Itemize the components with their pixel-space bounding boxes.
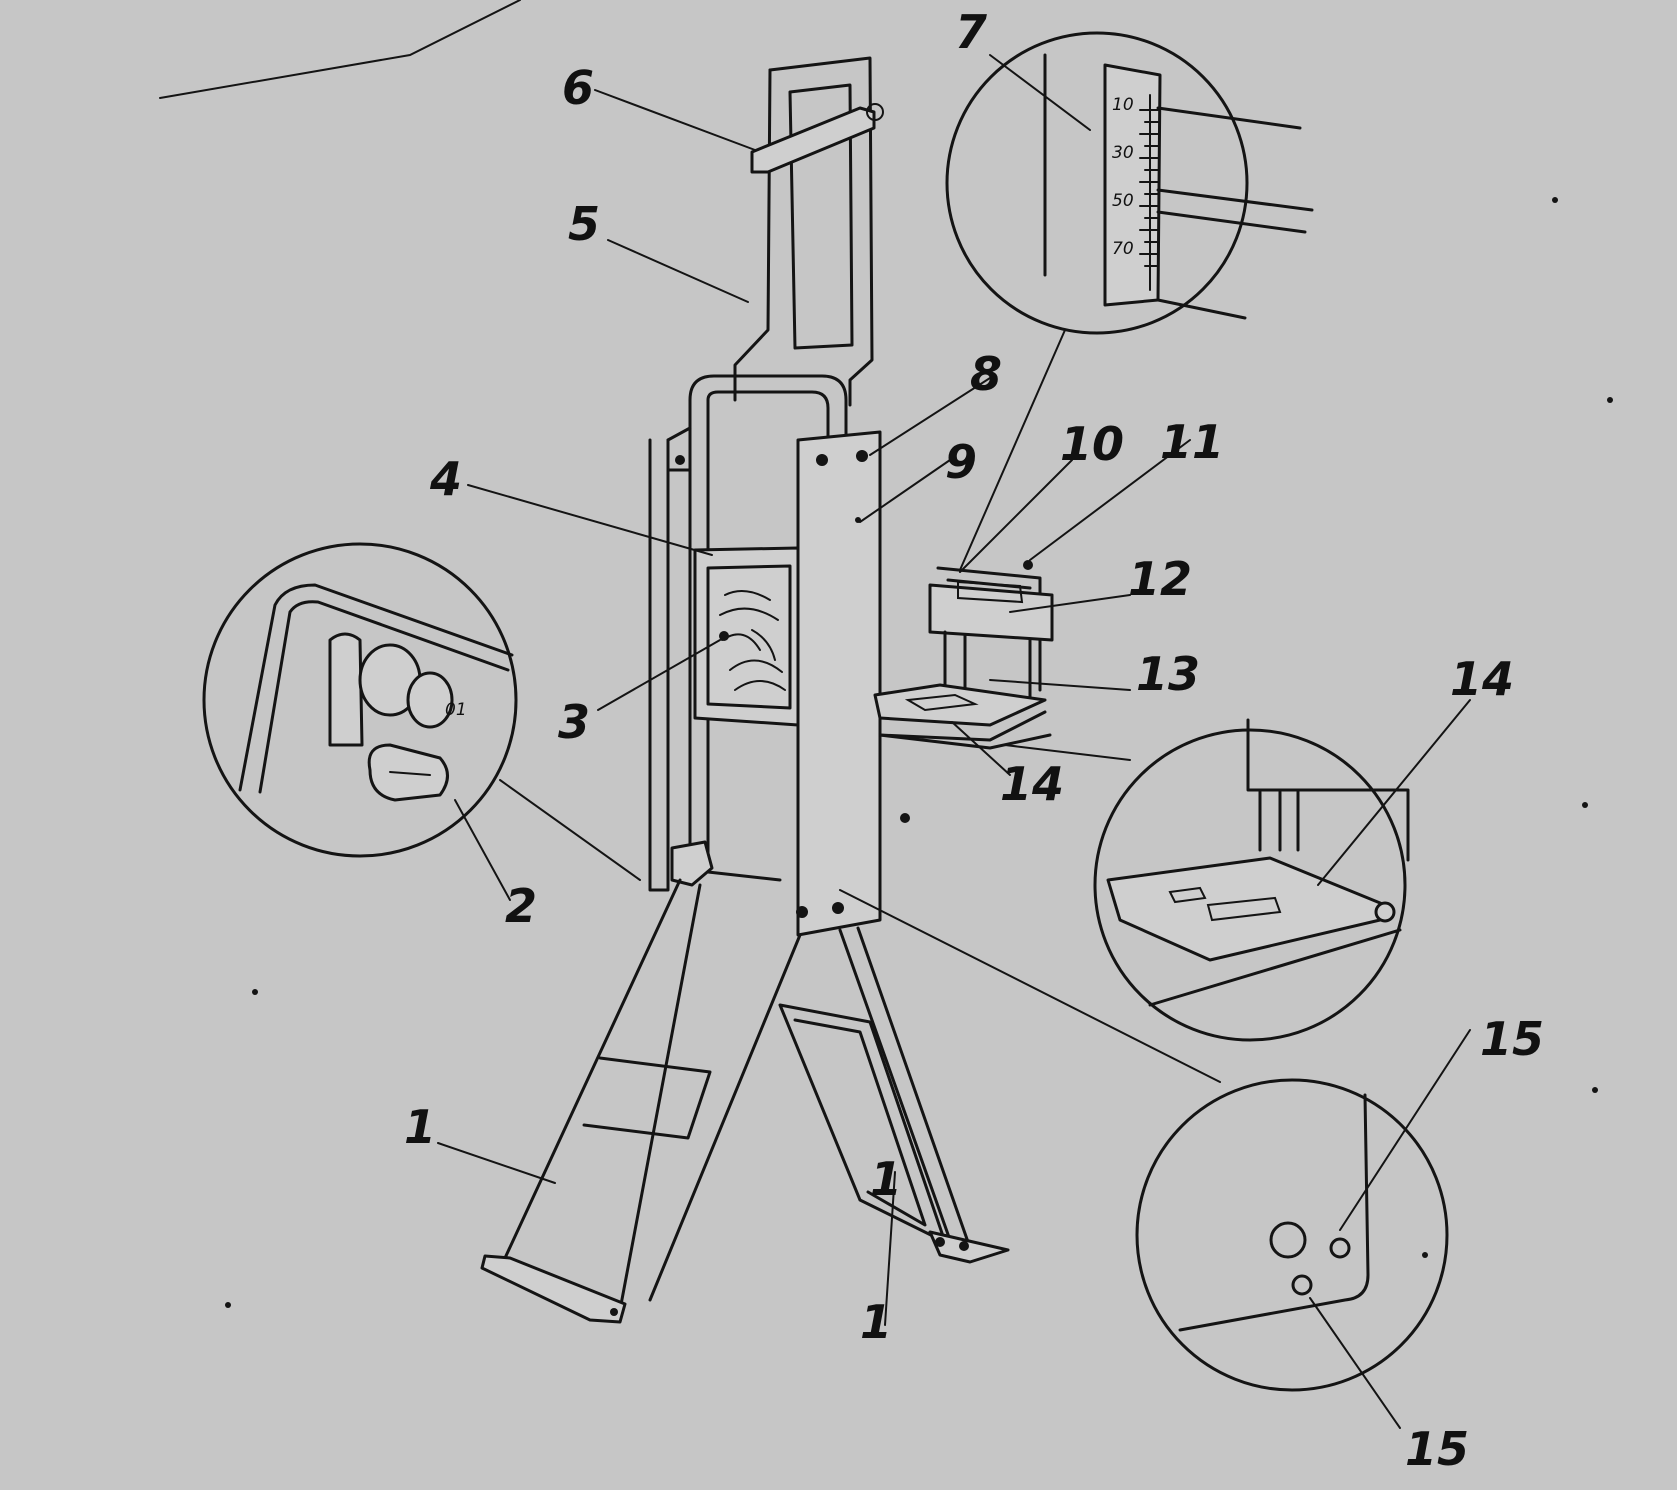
inner-frame-top bbox=[688, 374, 848, 442]
label-2: 2 bbox=[505, 879, 537, 933]
arm-knob bbox=[866, 103, 884, 121]
back-rail-bracket bbox=[666, 438, 692, 472]
speckles bbox=[225, 197, 1613, 1308]
fp-struts bbox=[1258, 790, 1300, 852]
head-arm bbox=[750, 106, 876, 174]
rod-frame-left bbox=[733, 68, 772, 402]
detail-holes bbox=[839, 889, 1449, 1392]
hinge-pin-end bbox=[406, 671, 454, 729]
back-rail bbox=[648, 426, 692, 892]
holes-leader bbox=[839, 889, 1221, 1083]
hole-small-bottom bbox=[1291, 1274, 1313, 1296]
hinge-frame-edge bbox=[238, 583, 514, 792]
pad-pattern bbox=[719, 590, 786, 691]
fp-slot-a bbox=[1168, 886, 1207, 904]
column-screw-br bbox=[832, 902, 844, 914]
hinge-frame-inner bbox=[258, 600, 510, 794]
pad-frame bbox=[706, 564, 792, 710]
inner-frame-top-inner bbox=[706, 390, 830, 442]
leader-lines bbox=[437, 54, 1471, 1429]
right-foot bbox=[928, 1230, 1010, 1264]
hinge-knuckle bbox=[328, 632, 364, 747]
label-15-top: 15 bbox=[1480, 1012, 1544, 1066]
hinge-latch-slot bbox=[389, 771, 431, 776]
holes-plate-edge bbox=[1178, 1093, 1370, 1332]
label-10: 10 bbox=[1060, 417, 1124, 471]
lower-crossbar bbox=[706, 870, 782, 882]
footplate-arm bbox=[878, 733, 1052, 750]
scale-tick-10: 10 bbox=[1112, 95, 1134, 115]
stand-apparatus bbox=[480, 56, 1054, 1324]
hole-small-right bbox=[1329, 1237, 1351, 1259]
fp-back bbox=[1246, 718, 1410, 862]
scale-tick-50: 50 bbox=[1112, 191, 1134, 211]
label-8: 8 bbox=[970, 347, 1002, 401]
label-4: 4 bbox=[429, 452, 462, 506]
footplate-slot bbox=[904, 693, 979, 712]
scale-leader bbox=[959, 329, 1066, 571]
footplate-edge bbox=[878, 710, 1047, 742]
front-legs bbox=[648, 928, 952, 1302]
scale-pointer-bottom bbox=[1156, 298, 1247, 320]
left-leg bbox=[503, 878, 702, 1312]
scale-ticks bbox=[1139, 109, 1159, 267]
label-14-main: 14 bbox=[1000, 757, 1064, 811]
seat-back bbox=[928, 583, 1054, 642]
detail-scale: 10 30 50 70 bbox=[945, 31, 1314, 571]
right-foot-screw-a bbox=[935, 1237, 945, 1247]
label-13: 13 bbox=[1136, 647, 1200, 701]
seat-knob bbox=[1023, 560, 1033, 570]
right-plate-inner bbox=[793, 1018, 927, 1227]
fp-pivot bbox=[1374, 901, 1396, 923]
column-screw-tl bbox=[816, 454, 828, 466]
rail-screw bbox=[675, 455, 685, 465]
label-14-detail: 14 bbox=[1450, 652, 1514, 706]
column-screw-tr bbox=[856, 450, 868, 462]
label-7: 7 bbox=[955, 5, 987, 59]
hole-large bbox=[1269, 1221, 1307, 1259]
right-foot-screw-b bbox=[959, 1241, 969, 1251]
label-12: 12 bbox=[1128, 552, 1192, 606]
label-1-plate: 1 bbox=[870, 1152, 902, 1206]
hinge-block bbox=[670, 840, 714, 887]
detail-footplate bbox=[1004, 718, 1410, 1042]
label-1-left: 1 bbox=[404, 1100, 436, 1154]
fp-plate bbox=[1106, 856, 1387, 962]
rod-frame-outer bbox=[768, 56, 874, 407]
scale-pointer-top bbox=[1156, 106, 1302, 130]
column-screw-bl bbox=[796, 906, 808, 918]
edge-curve bbox=[159, 0, 521, 99]
label-3: 3 bbox=[558, 695, 590, 749]
fp-leader bbox=[1004, 744, 1131, 761]
fp-slot-b bbox=[1206, 896, 1282, 922]
label-9: 9 bbox=[945, 435, 977, 489]
scale-tick-70: 70 bbox=[1112, 239, 1134, 259]
left-leg-plate bbox=[582, 1056, 712, 1140]
pin-marking: 01 bbox=[445, 700, 467, 720]
label-5: 5 bbox=[568, 197, 600, 251]
label-6: 6 bbox=[562, 61, 594, 115]
seat-struts bbox=[943, 630, 1032, 702]
hinge-leader bbox=[499, 779, 641, 881]
main-column bbox=[796, 430, 882, 937]
rod-frame-window bbox=[788, 83, 854, 350]
pad-center-dot bbox=[719, 631, 729, 641]
fp-arm bbox=[1148, 928, 1402, 1007]
left-foot bbox=[480, 1254, 627, 1324]
label-11: 11 bbox=[1160, 415, 1224, 469]
label-15-bottom: 15 bbox=[1405, 1422, 1469, 1476]
seat-top-bar bbox=[957, 580, 1024, 604]
detail-hinge: 01 bbox=[202, 542, 641, 881]
scale-pointer-mid bbox=[1156, 188, 1314, 234]
right-leg-edge bbox=[856, 926, 970, 1244]
label-1-bottom: 1 bbox=[860, 1295, 892, 1349]
left-foot-screw bbox=[610, 1308, 618, 1316]
scale-tick-30: 30 bbox=[1112, 143, 1134, 163]
